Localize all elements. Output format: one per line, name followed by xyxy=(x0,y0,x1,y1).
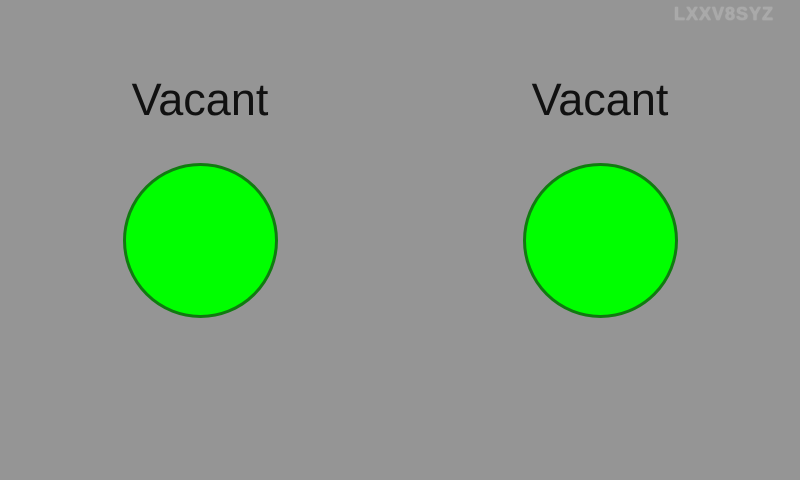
slot-1: Vacant xyxy=(100,0,300,330)
slot-2-status-label: Vacant xyxy=(531,74,669,125)
watermark-text: LXXV8SYZ xyxy=(673,4,774,24)
slot-2-status-indicator xyxy=(523,163,678,318)
slot-1-status-label: Vacant xyxy=(131,74,269,125)
slot-2: Vacant xyxy=(500,0,700,330)
slot-1-status-indicator xyxy=(123,163,278,318)
